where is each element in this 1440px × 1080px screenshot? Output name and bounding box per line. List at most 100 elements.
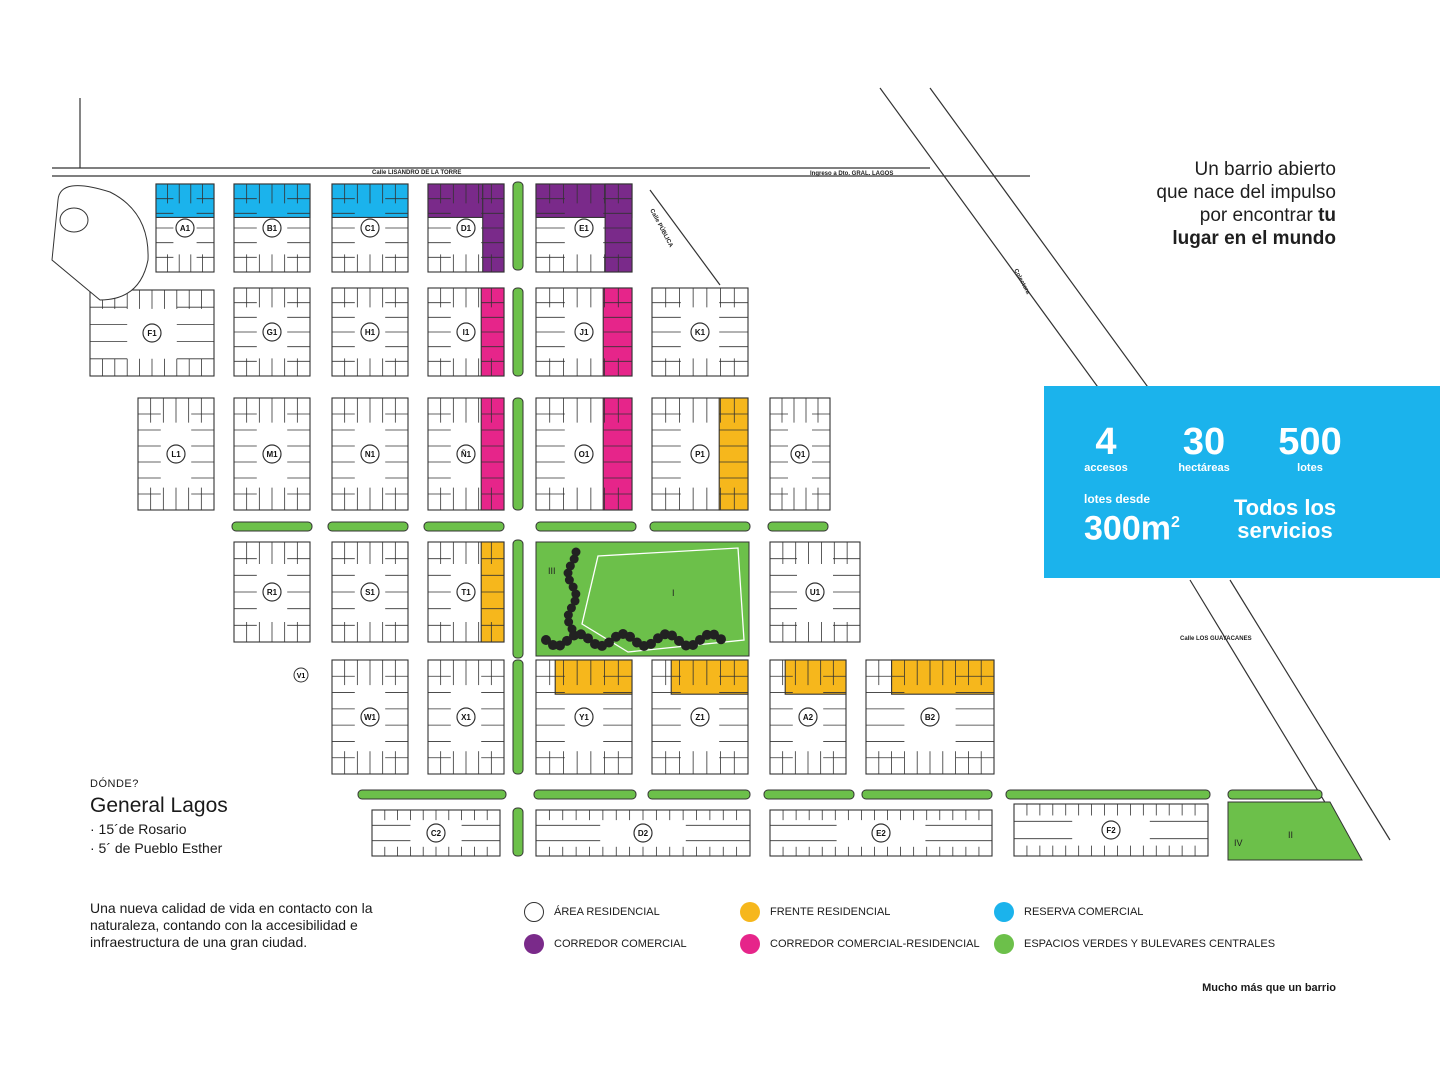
block-marker (456, 707, 476, 727)
park-central: I III (535, 541, 750, 657)
block-marker (871, 823, 891, 843)
block-O1 (535, 397, 633, 511)
block-label: C2 (431, 829, 442, 838)
block-marker (690, 707, 710, 727)
legend-white-dot (524, 902, 544, 922)
tagline-line2: que nace del impulso (1156, 182, 1336, 203)
block-label: F2 (1106, 826, 1116, 835)
block-marker (456, 322, 476, 342)
park-label-I: I (672, 588, 675, 598)
tagline: Un barrio abierto que nace del impulso p… (1156, 158, 1336, 250)
block-marker (360, 218, 380, 238)
block-marker (1101, 820, 1121, 840)
legend-blue-dot (994, 902, 1014, 922)
park-label-II: II (1288, 830, 1293, 840)
block-label: B1 (267, 224, 278, 233)
distance-pueblo-esther: · 5´ de Pueblo Esther (90, 840, 223, 856)
street-publica: Calle PÚBLICA (648, 208, 675, 250)
park-II: II IV (1227, 801, 1363, 861)
block-label: C1 (365, 224, 376, 233)
block-marker (690, 444, 710, 464)
park-label-III: III (548, 566, 556, 576)
legend-reserva: RESERVA COMERCIAL (994, 902, 1143, 922)
block-C2 (371, 809, 501, 857)
park-label-IV: IV (1234, 838, 1243, 848)
block-label: F1 (147, 329, 157, 338)
block-label: R1 (267, 588, 278, 597)
block-marker (456, 218, 476, 238)
block-label: B2 (925, 713, 936, 722)
block-label: U1 (810, 588, 821, 597)
block-marker (262, 444, 282, 464)
legend-yellow-dot (740, 902, 760, 922)
block-label: S1 (365, 588, 375, 597)
block-label: X1 (461, 713, 471, 722)
block-label: E1 (579, 224, 589, 233)
block-marker (574, 322, 594, 342)
stat-lotes-desde: lotes desde 300m2 (1084, 492, 1180, 548)
block-marker (798, 707, 818, 727)
place-name: General Lagos (90, 794, 228, 817)
block-label: O1 (579, 450, 590, 459)
block-marker (175, 218, 195, 238)
legend: ÁREA RESIDENCIAL FRENTE RESIDENCIAL RESE… (524, 902, 1324, 962)
legend-residencial: ÁREA RESIDENCIAL (524, 902, 660, 922)
block-label: Y1 (579, 713, 589, 722)
block-L1 (137, 397, 215, 511)
roundabout (51, 185, 149, 301)
block-marker (142, 323, 162, 343)
street-ingreso: Ingreso a Dto. GRAL. LAGOS (810, 171, 893, 177)
legend-pink-dot (740, 934, 760, 954)
tagline-line4: lugar en el mundo (1172, 228, 1336, 249)
block-label: D1 (461, 224, 472, 233)
block-marker (360, 582, 380, 602)
block-marker (360, 707, 380, 727)
block-label: K1 (695, 328, 706, 337)
block-marker (790, 444, 810, 464)
tagline-line3: por encontrar tu (1199, 205, 1336, 226)
block-E1 (535, 183, 633, 273)
block-label: P1 (695, 450, 705, 459)
block-label: L1 (171, 450, 181, 459)
block-label: A2 (803, 713, 814, 722)
block-label: I1 (463, 328, 470, 337)
block-H1 (331, 287, 409, 377)
block-label: E2 (876, 829, 886, 838)
block-marker (633, 823, 653, 843)
block-label: T1 (461, 588, 471, 597)
block-marker (456, 444, 476, 464)
block-marker (574, 218, 594, 238)
block-marker (574, 707, 594, 727)
block-marker (456, 582, 476, 602)
block-label: Z1 (695, 713, 705, 722)
block-marker (920, 707, 940, 727)
block-marker (360, 444, 380, 464)
block-marker (262, 322, 282, 342)
block-G1 (233, 287, 311, 377)
tagline-line1: Un barrio abierto (1194, 159, 1336, 180)
block-B1 (233, 183, 311, 273)
block-label: D2 (638, 829, 649, 838)
block-label: N1 (365, 450, 376, 459)
street-colectora: Colectora (1012, 268, 1031, 296)
block-Ñ1 (427, 397, 505, 511)
location-info: DÓNDE? General Lagos · 15´de Rosario · 5… (90, 778, 228, 856)
block-marker (262, 582, 282, 602)
block-label: A1 (180, 224, 191, 233)
street-guayacanes: Calle LOS GUAYACANES (1180, 636, 1252, 642)
block-label: J1 (580, 328, 589, 337)
block-label: H1 (365, 328, 376, 337)
block-marker (166, 444, 186, 464)
block-marker (805, 582, 825, 602)
block-label: V1 (297, 673, 306, 680)
block-label: W1 (364, 713, 377, 722)
block-marker (690, 322, 710, 342)
block-marker (360, 322, 380, 342)
description: Una nueva calidad de vida en contacto co… (90, 900, 373, 950)
block-label: M1 (266, 450, 278, 459)
